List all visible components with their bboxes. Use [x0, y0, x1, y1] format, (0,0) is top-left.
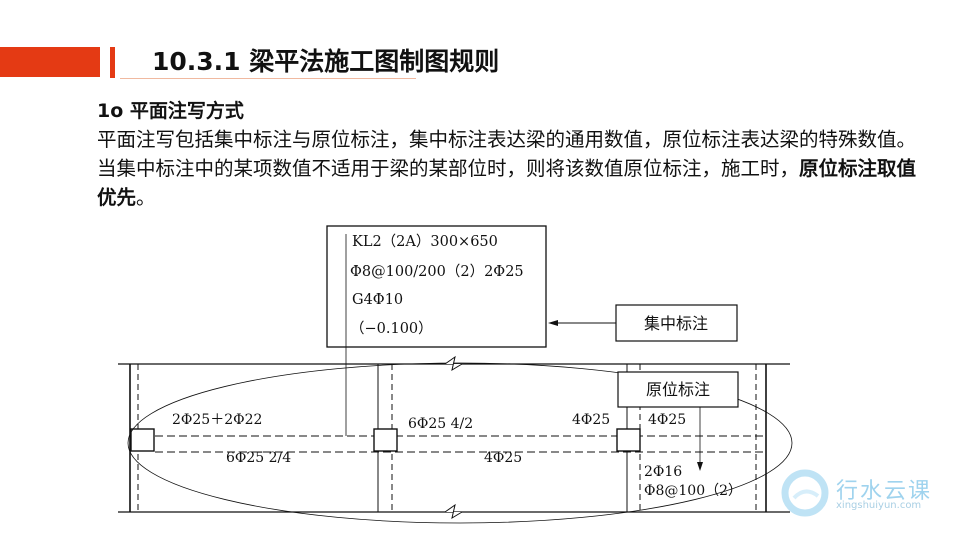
watermark-url: xingshuiyun.com [836, 500, 922, 511]
label-right-bottom-2: Φ8@100（2） [644, 483, 742, 499]
column-2 [373, 428, 398, 452]
inplace-label-box [617, 371, 739, 408]
central-line-3: G4Φ10 [352, 292, 403, 308]
title-underline [120, 78, 416, 79]
break-mark-top [444, 355, 463, 372]
label-right-top-left: 4Φ25 [572, 412, 610, 428]
inplace-arrow-head-icon [697, 462, 703, 471]
column-1 [130, 428, 155, 452]
arrow-head-icon [548, 320, 558, 326]
label-mid-bottom: 4Φ25 [484, 450, 522, 466]
title-accent-line [110, 47, 115, 78]
watermark: 行水云课 xingshuiyun.com [780, 468, 950, 518]
label-left-bottom: 6Φ25 2/4 [226, 450, 291, 466]
watermark-name: 行水云课 [836, 479, 933, 504]
central-line-1: KL2（2A）300×650 [352, 233, 498, 250]
central-line-2: Φ8@100/200（2）2Φ25 [350, 263, 524, 280]
page-title: 10.3.1 梁平法施工图制图规则 [152, 47, 500, 76]
central-label: 集中标注 [644, 314, 708, 333]
inplace-label: 原位标注 [646, 380, 710, 399]
wave-logo-icon [781, 469, 829, 517]
section-paragraph: 平面注写包括集中标注与原位标注，集中标注表达梁的通用数值，原位标注表达梁的特殊数… [97, 128, 917, 209]
central-annotation-box [326, 225, 547, 348]
label-left-top: 2Φ25＋2Φ22 [172, 412, 262, 428]
label-mid-top: 6Φ25 4/2 [408, 416, 473, 432]
column-3 [616, 428, 641, 452]
central-line-4: （−0.100） [350, 320, 433, 337]
label-right-top-right: 4Φ25 [648, 412, 686, 428]
label-right-bottom-1: 2Φ16 [644, 464, 682, 480]
section-heading: 1o 平面注写方式 [97, 100, 244, 122]
annotation-ellipse [127, 362, 793, 524]
break-mark-bottom [444, 503, 463, 520]
title-accent-bar [0, 47, 100, 77]
